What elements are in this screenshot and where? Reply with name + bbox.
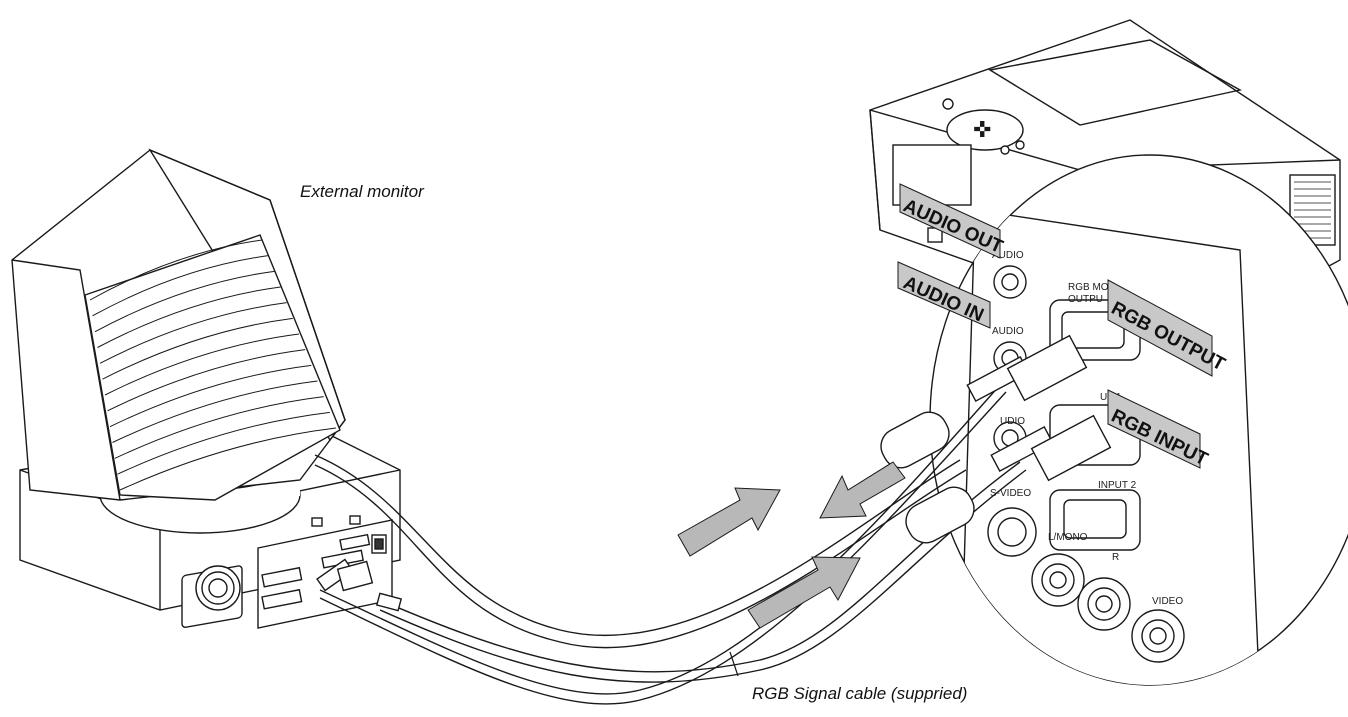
screen-shade-line — [112, 380, 318, 443]
screen-shade-line — [89, 239, 263, 301]
port-label-video: VIDEO — [1152, 596, 1183, 607]
cables — [314, 334, 1112, 705]
screen-shade-line — [109, 364, 312, 428]
port-label-audio-2: AUDIO — [992, 326, 1024, 337]
monitor-screen-shading — [89, 239, 337, 491]
svg-text:✜: ✜ — [973, 118, 991, 143]
port-label-rgb-monitor: RGB MO — [1068, 282, 1109, 293]
cable-callout-line — [729, 651, 739, 677]
screen-shade-line — [114, 396, 324, 459]
external-monitor-caption: External monitor — [300, 182, 424, 201]
port-label-s-video: S-VIDEO — [990, 488, 1031, 499]
signal-arrows — [677, 461, 906, 629]
screen-shade-line — [104, 333, 300, 396]
arrow-right-upper — [677, 487, 781, 557]
screen-shade-line — [102, 317, 293, 380]
screen-shade-line — [119, 427, 337, 491]
screen-shade-line — [97, 286, 281, 348]
screen-shade-line — [117, 411, 330, 475]
port-label-audio-3: UDIO — [1000, 416, 1025, 427]
screen-shade-line — [94, 270, 275, 333]
screen-shade-line — [99, 302, 287, 364]
arrow-right-lower — [747, 556, 861, 629]
port-label-l-mono: L/MONO — [1048, 532, 1088, 543]
port-label-r: R — [1112, 552, 1119, 563]
screen-shade-line — [92, 255, 269, 317]
port-label-audio-1: AUDIO — [992, 250, 1024, 261]
external-monitor — [11, 148, 346, 534]
arrow-left — [819, 461, 906, 519]
screen-shade-line — [107, 349, 306, 412]
port-label-output: OUTPU — [1068, 294, 1103, 305]
rgb-cable-caption: RGB Signal cable (suppried) — [752, 684, 968, 703]
port-label-input-2: INPUT 2 — [1098, 480, 1137, 491]
